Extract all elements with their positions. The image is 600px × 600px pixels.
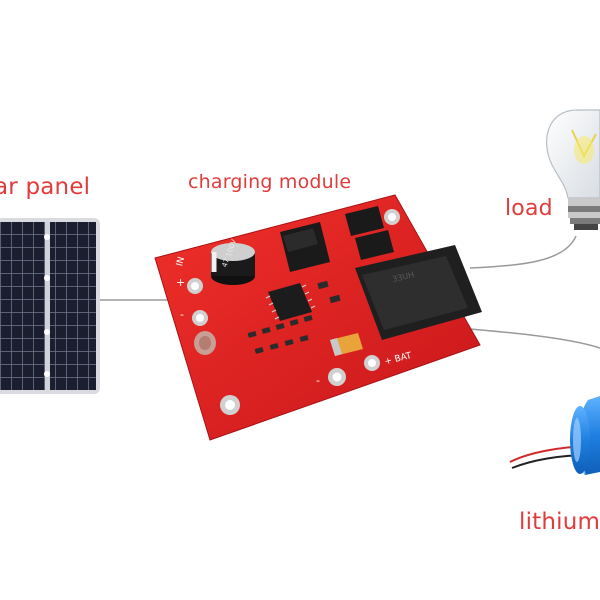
lithium-battery-image (509, 396, 600, 475)
label-lithium: lithium (519, 509, 600, 535)
tantalum-capacitor (330, 333, 363, 356)
wire-module-to-load (469, 235, 577, 269)
marking-in: IN (175, 256, 187, 268)
mosfet-components (280, 206, 394, 272)
mounting-holes (187, 209, 400, 415)
marking-minus-bottom: - (316, 374, 320, 387)
light-bulb-image (546, 109, 600, 230)
solar-panel-image (0, 218, 100, 394)
ic-chip (265, 283, 316, 321)
capacitor: 47 100V (211, 238, 255, 285)
label-solar-panel: ar panel (0, 174, 91, 200)
sensor-component (194, 331, 216, 355)
marking-minus: - (180, 308, 184, 321)
marking-plus: + (176, 276, 185, 289)
label-charging-module: charging module (188, 171, 352, 193)
label-load: load (505, 196, 553, 221)
inductor: 33UH (355, 245, 482, 340)
smd-resistors (247, 280, 341, 354)
charging-module-board: 47 100V (154, 194, 482, 441)
